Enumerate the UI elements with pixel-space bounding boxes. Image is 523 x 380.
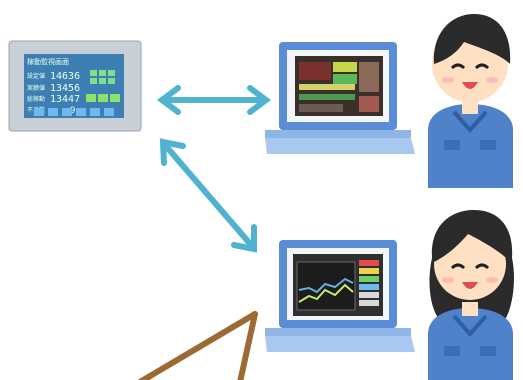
worker-icon — [428, 210, 514, 380]
worker-icon — [428, 14, 513, 188]
speech-line — [137, 311, 258, 380]
panel-row-value: 9 — [70, 106, 75, 116]
laptop-icon — [265, 42, 415, 154]
worker-top — [418, 8, 523, 188]
worker-bottom — [418, 206, 523, 380]
double-arrow-icon — [157, 85, 271, 115]
laptop-icon — [265, 240, 415, 352]
laptop-top — [265, 40, 417, 162]
panel-row-value: 13456 — [50, 83, 80, 94]
laptop-bottom — [265, 238, 417, 360]
hmi-touch-panel-icon: 稼動監視画面 設定値 14636 実績値 13456 総稼動 13447 不良数… — [8, 40, 142, 132]
panel-row-label: 設定値 — [27, 72, 45, 80]
double-arrow-icon — [159, 138, 257, 253]
panel-title: 稼動監視画面 — [27, 57, 69, 66]
hmi-touch-panel: 稼動監視画面 設定値 14636 実績値 13456 総稼動 13447 不良数… — [8, 40, 142, 132]
panel-row-value: 13447 — [50, 94, 80, 105]
panel-row-label: 総稼動 — [27, 95, 45, 103]
panel-row-label: 実績値 — [27, 84, 45, 92]
panel-row-value: 14636 — [50, 71, 80, 82]
